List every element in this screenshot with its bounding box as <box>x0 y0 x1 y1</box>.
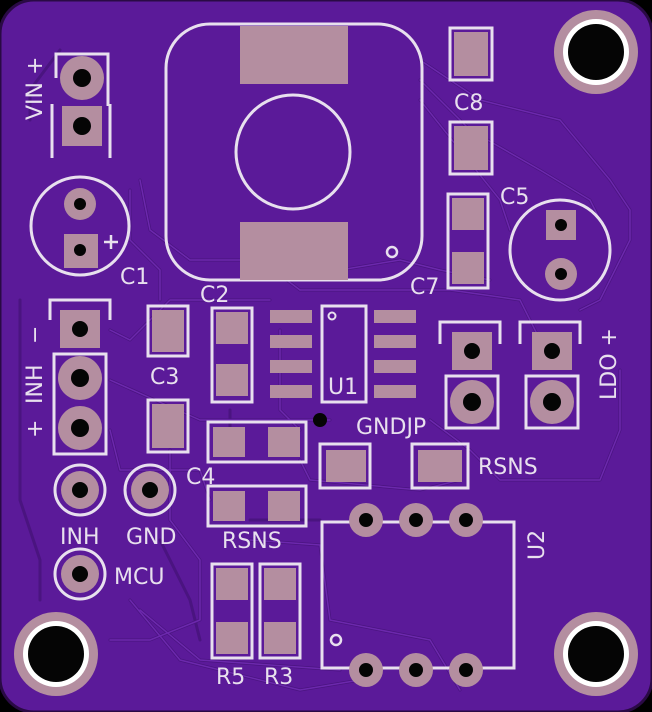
rsns-left-label: RSNS <box>222 529 282 554</box>
c1-label: C1 <box>120 265 149 290</box>
vin-label: VIN + <box>23 57 48 120</box>
c8-lower-pad <box>448 120 494 176</box>
via <box>313 413 327 427</box>
c4-capacitor <box>146 398 190 454</box>
c7-label: C7 <box>410 275 439 300</box>
ldo-label: LDO + <box>597 328 622 400</box>
gnd-pad-label: GND <box>126 525 176 550</box>
c5-capacitor <box>508 198 612 302</box>
ldo-connector-left <box>438 320 502 430</box>
r5-label: R5 <box>216 665 245 690</box>
inh-plus-label: + <box>23 420 48 438</box>
inh-test-pad <box>53 463 107 517</box>
c3-capacitor <box>146 304 190 358</box>
mounting-hole-bottom-left <box>14 612 98 696</box>
gnd-test-pad <box>123 463 177 517</box>
r3-resistor <box>258 562 302 660</box>
vin-connector <box>50 52 112 158</box>
ldo-connector-right <box>518 320 582 430</box>
r3-label: R3 <box>264 665 293 690</box>
mounting-hole-top-right <box>554 10 638 94</box>
c2-label: C2 <box>200 283 229 308</box>
u1-ic <box>270 304 416 404</box>
c2-capacitor <box>210 306 254 404</box>
mcu-test-pad <box>53 547 107 601</box>
r5-resistor <box>210 562 254 660</box>
c7-capacitor <box>446 192 490 290</box>
c1-capacitor <box>29 175 131 277</box>
inh-minus-label: − <box>23 326 48 344</box>
rsns-right-pads <box>410 442 470 490</box>
c5-label: C5 <box>500 185 529 210</box>
inh-label: INH <box>23 365 48 405</box>
inductor-pad-bottom <box>240 222 348 280</box>
mcu-label: MCU <box>114 565 164 590</box>
c8-capacitor <box>448 26 494 82</box>
copper-traces-fill <box>109 59 631 691</box>
inh-header <box>48 298 112 456</box>
inh-pad-label: INH <box>60 525 100 550</box>
c3-label: C3 <box>150 365 179 390</box>
gndjp-label: GNDJP <box>356 415 426 440</box>
mounting-hole-bottom-right <box>554 612 638 696</box>
inductor-pad-top <box>240 26 348 84</box>
inductor <box>164 22 424 282</box>
rsns-left-resistors <box>206 420 308 528</box>
u2-label: U2 <box>525 530 550 560</box>
c8-label: C8 <box>454 91 483 116</box>
u1-label: U1 <box>328 375 358 400</box>
rsns-right-label: RSNS <box>478 455 538 480</box>
u2-module <box>320 503 516 687</box>
gndjp-pads <box>318 442 372 490</box>
